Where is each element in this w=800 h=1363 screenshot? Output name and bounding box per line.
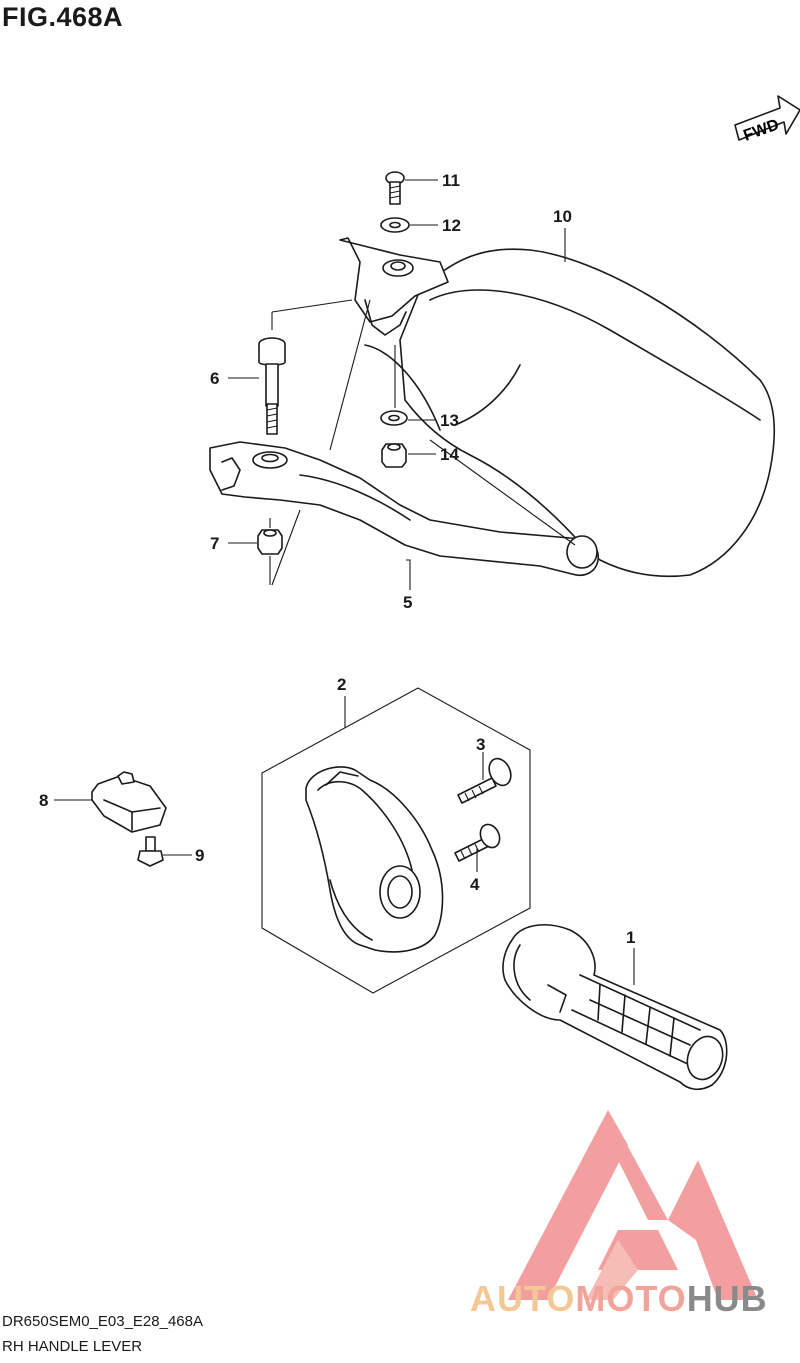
screw-9 — [137, 836, 164, 867]
watermark-hub: HUB — [686, 1278, 768, 1319]
screw-11 — [385, 171, 405, 205]
hand-guard — [364, 248, 776, 578]
callout-5: 5 — [403, 593, 412, 612]
washer-13 — [380, 410, 408, 426]
figure-name: RH HANDLE LEVER — [2, 1338, 143, 1355]
screw-4 — [454, 823, 501, 862]
washer-12 — [380, 217, 410, 233]
figure-title: FIG.468A — [2, 2, 124, 32]
screw-3 — [457, 757, 512, 804]
callout-14: 14 — [440, 445, 459, 464]
throttle-grip-1 — [502, 924, 728, 1091]
watermark-auto: AUTO — [470, 1278, 576, 1319]
throttle-housing-2 — [305, 766, 444, 953]
kit-outline-box — [261, 687, 531, 994]
forward-arrow-icon: FWD — [734, 95, 800, 145]
callout-7: 7 — [210, 534, 219, 553]
callout-9: 9 — [195, 846, 204, 865]
callout-3: 3 — [476, 735, 485, 754]
nut-14 — [381, 443, 407, 468]
callout-10: 10 — [553, 207, 572, 226]
callout-2: 2 — [337, 675, 346, 694]
brake-switch-8 — [91, 771, 167, 833]
figure-code: DR650SEM0_E03_E28_468A — [2, 1313, 203, 1330]
watermark-text: AUTOMOTOHUB — [470, 1278, 768, 1320]
watermark-moto: MOTO — [575, 1278, 687, 1319]
callout-1: 1 — [626, 928, 635, 947]
callout-4: 4 — [470, 875, 480, 894]
watermark-logo-icon — [508, 1110, 758, 1300]
callout-6: 6 — [210, 369, 219, 388]
callout-8: 8 — [39, 791, 48, 810]
nut-7 — [257, 529, 283, 555]
guard-mount-bracket — [339, 237, 449, 336]
pivot-bolt-6 — [258, 337, 286, 435]
callout-11: 11 — [442, 171, 460, 190]
callout-13: 13 — [440, 411, 459, 430]
callout-12: 12 — [442, 216, 461, 235]
